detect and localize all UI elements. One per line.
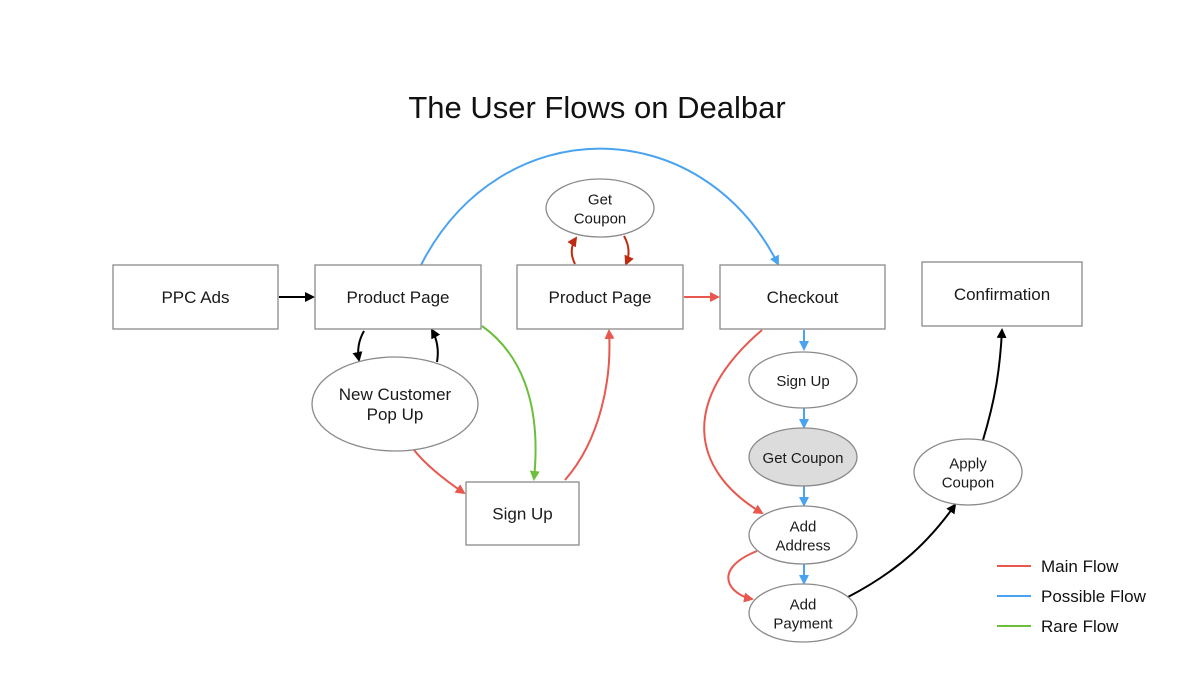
node-pp1[interactable]: Product Page <box>314 264 482 330</box>
node-ellipse <box>748 583 858 643</box>
node-label: Sign Up <box>492 505 552 524</box>
node-ellipse <box>748 427 858 487</box>
node-ellipse <box>748 351 858 409</box>
node-label: Add <box>790 519 817 536</box>
node-box <box>516 264 684 330</box>
node-ellipse <box>748 505 858 565</box>
edge-pp2-to-coupon1 <box>567 236 578 265</box>
diagram-title: The User Flows on Dealbar <box>408 90 785 125</box>
node-label: Checkout <box>767 288 839 307</box>
edge-signup1-to-pp2 <box>564 329 615 481</box>
node-label: Product Page <box>548 288 651 307</box>
node-label: Coupon <box>574 211 627 228</box>
node-label: Add <box>790 597 817 614</box>
node-checkout[interactable]: Checkout <box>719 264 886 330</box>
edge-pp1-to-checkout <box>420 147 779 266</box>
node-signup2[interactable]: Sign Up <box>748 351 858 409</box>
node-box <box>921 261 1083 327</box>
node-box <box>314 264 482 330</box>
node-label: Sign Up <box>776 373 829 390</box>
node-label: Payment <box>773 616 833 633</box>
node-label: PPC Ads <box>161 288 229 307</box>
node-pp2[interactable]: Product Page <box>516 264 684 330</box>
node-box <box>465 481 580 546</box>
node-label: Product Page <box>346 288 449 307</box>
node-label: Pop Up <box>367 405 424 424</box>
node-box <box>719 264 886 330</box>
node-signup1[interactable]: Sign Up <box>465 481 580 546</box>
node-label: Get Coupon <box>763 450 844 467</box>
edge-payment-to-apply <box>847 503 957 598</box>
edge-apply-to-confirm <box>982 328 1007 441</box>
edges-layer <box>279 147 1007 603</box>
node-confirm[interactable]: Confirmation <box>921 261 1083 327</box>
node-ellipse <box>311 356 479 452</box>
node-ellipse <box>545 178 655 238</box>
node-ellipse <box>913 438 1023 506</box>
node-label: Get <box>588 192 613 209</box>
edge-checkout-to-address <box>703 329 764 515</box>
legend-label-rare: Rare Flow <box>1041 617 1119 636</box>
node-label: Confirmation <box>954 285 1050 304</box>
node-coupon2[interactable]: Get Coupon <box>748 427 858 487</box>
node-ppc[interactable]: PPC Ads <box>112 264 279 330</box>
edge-address-to-payment <box>727 550 758 603</box>
edge-popup-to-signup1 <box>413 449 466 495</box>
node-label: New Customer <box>339 385 452 404</box>
edge-coupon1-to-pp2 <box>623 235 634 266</box>
edge-popup-to-pp1 <box>431 328 441 363</box>
edge-pp1-to-signup1 <box>481 325 540 481</box>
legend-label-possible: Possible Flow <box>1041 587 1147 606</box>
node-label: Apply <box>949 456 987 473</box>
legend-label-main: Main Flow <box>1041 557 1119 576</box>
edge-pp1-to-popup <box>352 330 365 362</box>
node-label: Address <box>775 538 830 555</box>
node-label: Coupon <box>942 475 995 492</box>
node-box <box>112 264 279 330</box>
